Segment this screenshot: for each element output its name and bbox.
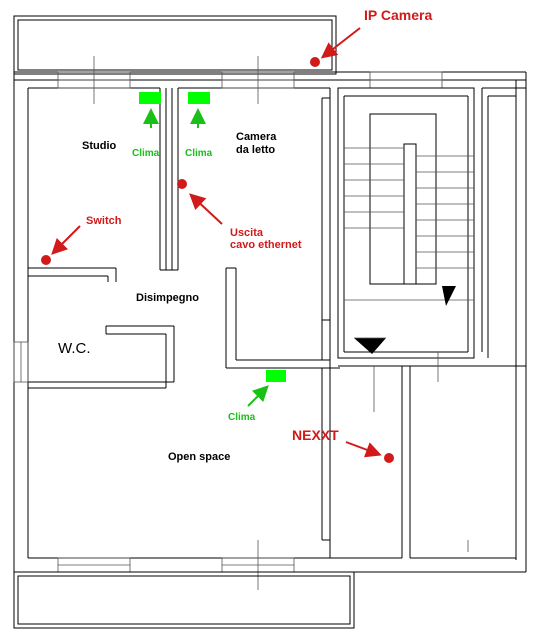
- clima-label-camera: Clima: [185, 148, 213, 159]
- clima-unit-open-space: [266, 370, 286, 382]
- clima-unit-studio: [139, 92, 161, 104]
- interior-walls: [13, 87, 526, 559]
- room-label-open-space: Open space: [168, 451, 230, 463]
- nexxt-label: NEXXT: [292, 427, 339, 443]
- ip-camera-label: IP Camera: [364, 7, 432, 23]
- bottom-balcony: [13, 571, 355, 629]
- room-label-wc: W.C.: [58, 340, 91, 357]
- room-label-camera-line1: Camera: [236, 131, 277, 143]
- room-labels: Studio Camera da letto Disimpegno W.C. O…: [58, 131, 277, 463]
- network-annotations: IP Camera Switch Uscita cavo ethernet NE…: [41, 7, 432, 463]
- staircase: [344, 113, 474, 354]
- room-label-camera-line2: da letto: [236, 144, 275, 156]
- bottom-windows: [57, 540, 295, 590]
- switch-marker: [41, 255, 51, 265]
- ip-camera-marker: [310, 57, 320, 67]
- stair-arrow: [354, 338, 386, 354]
- ethernet-outlet-label-line2: cavo ethernet: [230, 239, 302, 251]
- room-label-disimpegno: Disimpegno: [136, 292, 199, 304]
- room-label-studio: Studio: [82, 140, 116, 152]
- clima-label-open-space: Clima: [228, 412, 256, 423]
- nexxt-marker: [384, 453, 394, 463]
- ethernet-outlet-marker: [177, 179, 187, 189]
- clima-units: Clima Clima Clima: [132, 92, 286, 423]
- top-balcony: [13, 15, 337, 75]
- clima-unit-camera: [188, 92, 210, 104]
- clima-label-studio: Clima: [132, 148, 160, 159]
- top-windows: [57, 56, 443, 104]
- ethernet-outlet-label-line1: Uscita: [230, 227, 264, 239]
- switch-label: Switch: [86, 215, 122, 227]
